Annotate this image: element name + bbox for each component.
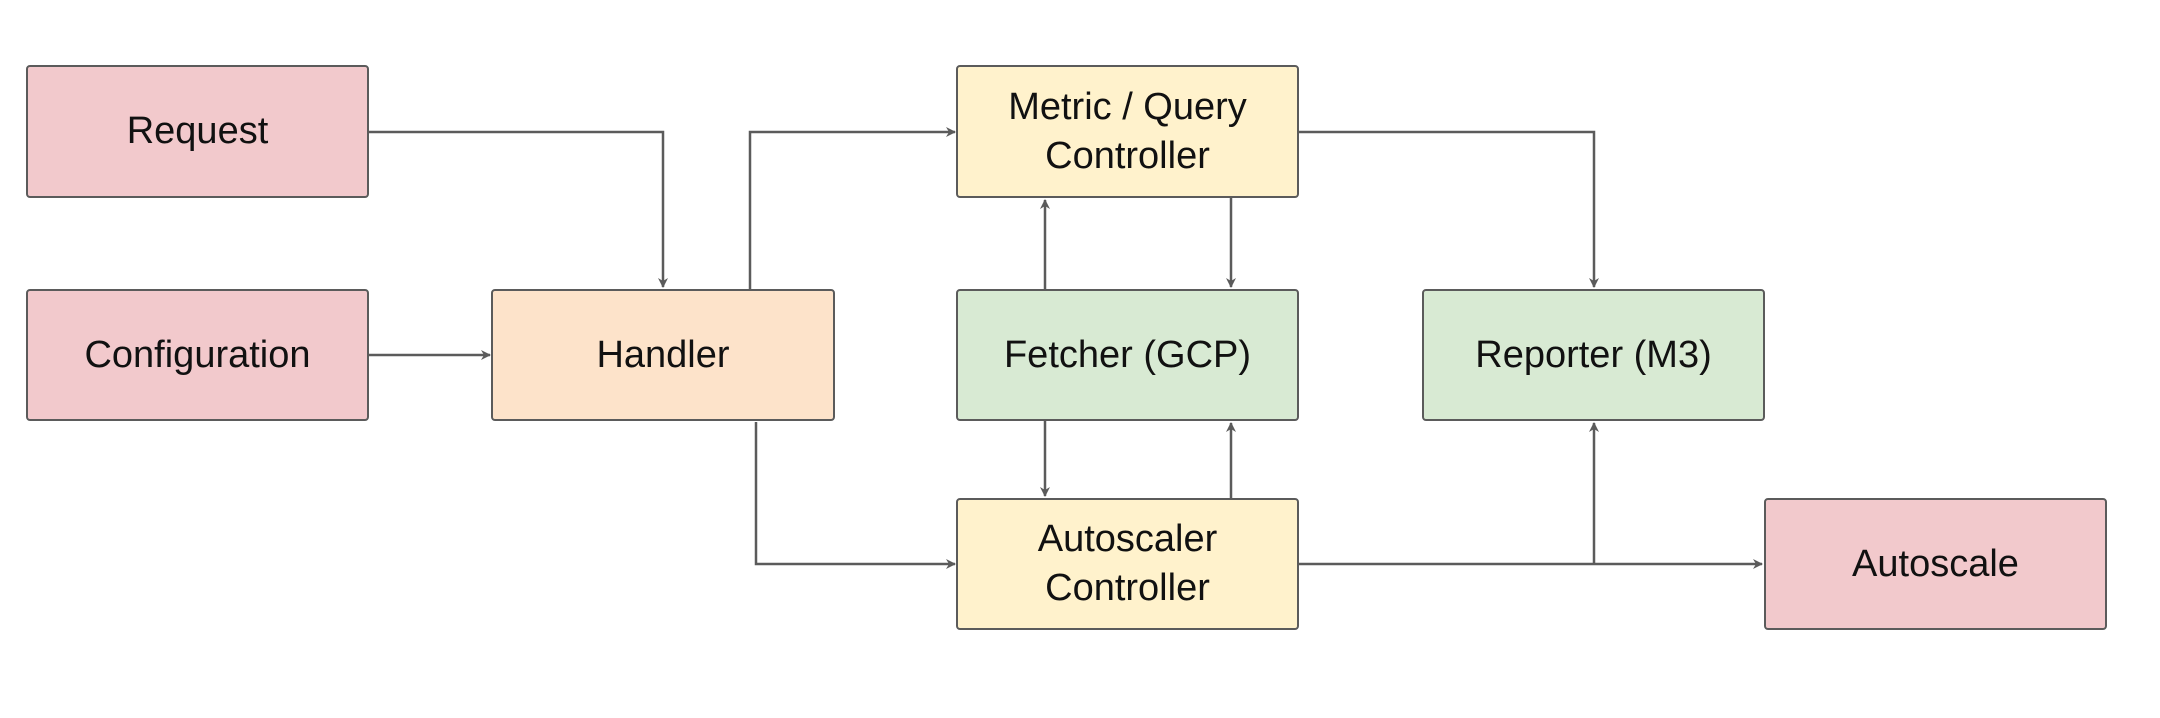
node-autoscaler-controller-label: Autoscaler Controller [1038, 515, 1218, 613]
node-metric-query-line2: Controller [1045, 134, 1210, 177]
node-autoscale: Autoscale [1764, 498, 2107, 630]
node-autoscale-label: Autoscale [1852, 542, 2019, 585]
edge-metric-query-to-reporter [1299, 130, 1599, 288]
node-fetcher-gcp-label: Fetcher (GCP) [1003, 333, 1252, 376]
node-autoscaler-line2: Controller [1045, 567, 1210, 609]
node-fetcher-gcp: Fetcher (GCP) [956, 289, 1299, 421]
node-handler: Handler [491, 289, 835, 421]
node-handler-label: Handler [596, 333, 730, 376]
edge-handler-to-autoscaler [754, 422, 956, 569]
edge-request-to-handler [369, 130, 668, 288]
node-autoscaler-controller: Autoscaler Controller [956, 498, 1299, 630]
node-configuration: Configuration [26, 289, 369, 421]
node-reporter-m3: Reporter (M3) [1422, 289, 1765, 421]
node-metric-query-controller: Metric / Query Controller [956, 65, 1299, 198]
node-reporter-m3-label: Reporter (M3) [1475, 333, 1712, 376]
node-request-label: Request [126, 110, 269, 152]
node-configuration-label: Configuration [84, 333, 311, 376]
edge-handler-to-metric-query [748, 127, 956, 289]
node-request: Request [26, 65, 369, 198]
node-metric-query-line1: Metric / Query [1008, 85, 1247, 128]
node-autoscaler-line1: Autoscaler [1037, 518, 1218, 560]
node-metric-query-controller-label: Metric / Query Controller [1008, 83, 1247, 181]
